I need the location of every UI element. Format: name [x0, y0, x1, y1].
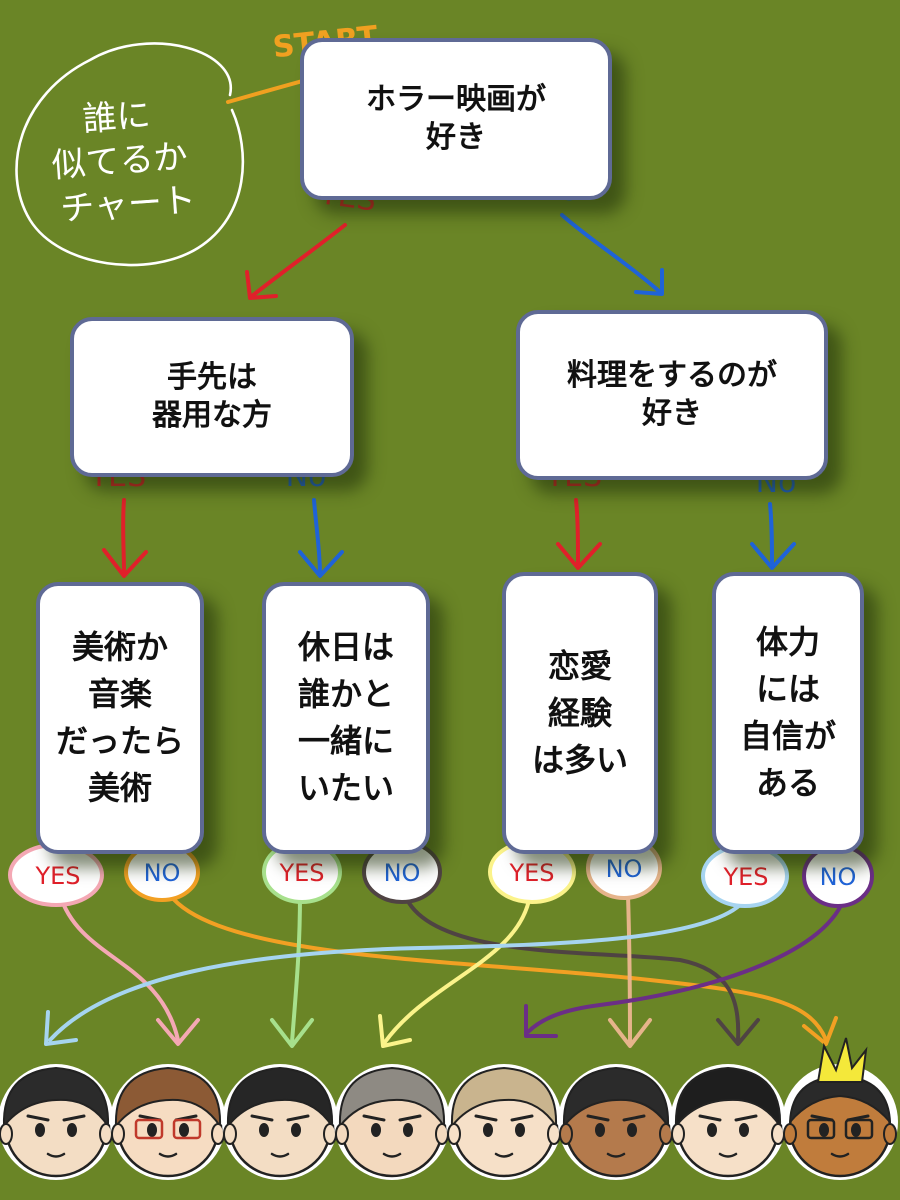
- yes-label-d: YES: [722, 863, 768, 891]
- no-label-a: NO: [144, 859, 181, 887]
- question-text: 美術か 音楽 だったら 美術: [55, 628, 184, 807]
- question-cooking: 料理をするのが 好き: [516, 310, 828, 480]
- q2l-no-arrow: [312, 498, 322, 576]
- question-text: 体力 には 自信が ある: [739, 623, 836, 802]
- yes-label-a: YES: [34, 862, 80, 890]
- yes-label-b: YES: [278, 859, 324, 887]
- orange-route: [168, 893, 828, 1042]
- character-3-icon: [222, 1064, 338, 1180]
- green-route: [290, 893, 302, 1044]
- character-6-icon: [558, 1064, 674, 1180]
- question-horror-movies: ホラー映画が 好き: [300, 38, 612, 200]
- question-stamina: 体力 には 自信が ある: [712, 572, 864, 854]
- tan-route: [626, 893, 632, 1044]
- question-text: 休日は 誰かと 一緒に いたい: [297, 628, 394, 807]
- question-dexterity: 手先は 器用な方: [70, 317, 354, 477]
- blue-route: [48, 903, 742, 1042]
- character-7-icon: [670, 1064, 786, 1180]
- character-8-icon: [782, 1037, 898, 1180]
- pink-route: [58, 893, 180, 1042]
- q2l-yes-arrow: [121, 498, 126, 576]
- no-label-b: NO: [384, 859, 421, 887]
- question-text: 料理をするのが 好き: [567, 358, 777, 431]
- question-text: 手先は 器用な方: [152, 360, 272, 433]
- character-4-icon: [334, 1064, 450, 1180]
- chart-title-bubble: 誰に 似てるか チャート: [15, 42, 245, 267]
- question-romance-experience: 恋愛 経験 は多い: [502, 572, 658, 854]
- q1-no-arrow: [560, 213, 662, 294]
- question-text: 恋愛 経験 は多い: [531, 646, 628, 779]
- purple-route: [526, 893, 847, 1034]
- question-text: ホラー映画が 好き: [366, 82, 546, 155]
- question-holiday-company: 休日は 誰かと 一緒に いたい: [262, 582, 430, 854]
- question-art-or-music: 美術か 音楽 だったら 美術: [36, 582, 204, 854]
- chart-title-text: 誰に 似てるか チャート: [47, 92, 202, 230]
- no-label-c: NO: [606, 855, 643, 883]
- q1-yes-arrow: [250, 223, 347, 298]
- brown-route: [403, 893, 741, 1042]
- character-5-icon: [446, 1064, 562, 1180]
- q2r-yes-arrow: [574, 498, 580, 568]
- no-label-d: NO: [820, 863, 857, 891]
- yes-label-c: YES: [508, 859, 554, 887]
- character-2-icon: [110, 1064, 226, 1180]
- q2r-no-arrow: [768, 502, 774, 568]
- yellow-route: [383, 893, 532, 1044]
- character-1-icon: [0, 1064, 114, 1180]
